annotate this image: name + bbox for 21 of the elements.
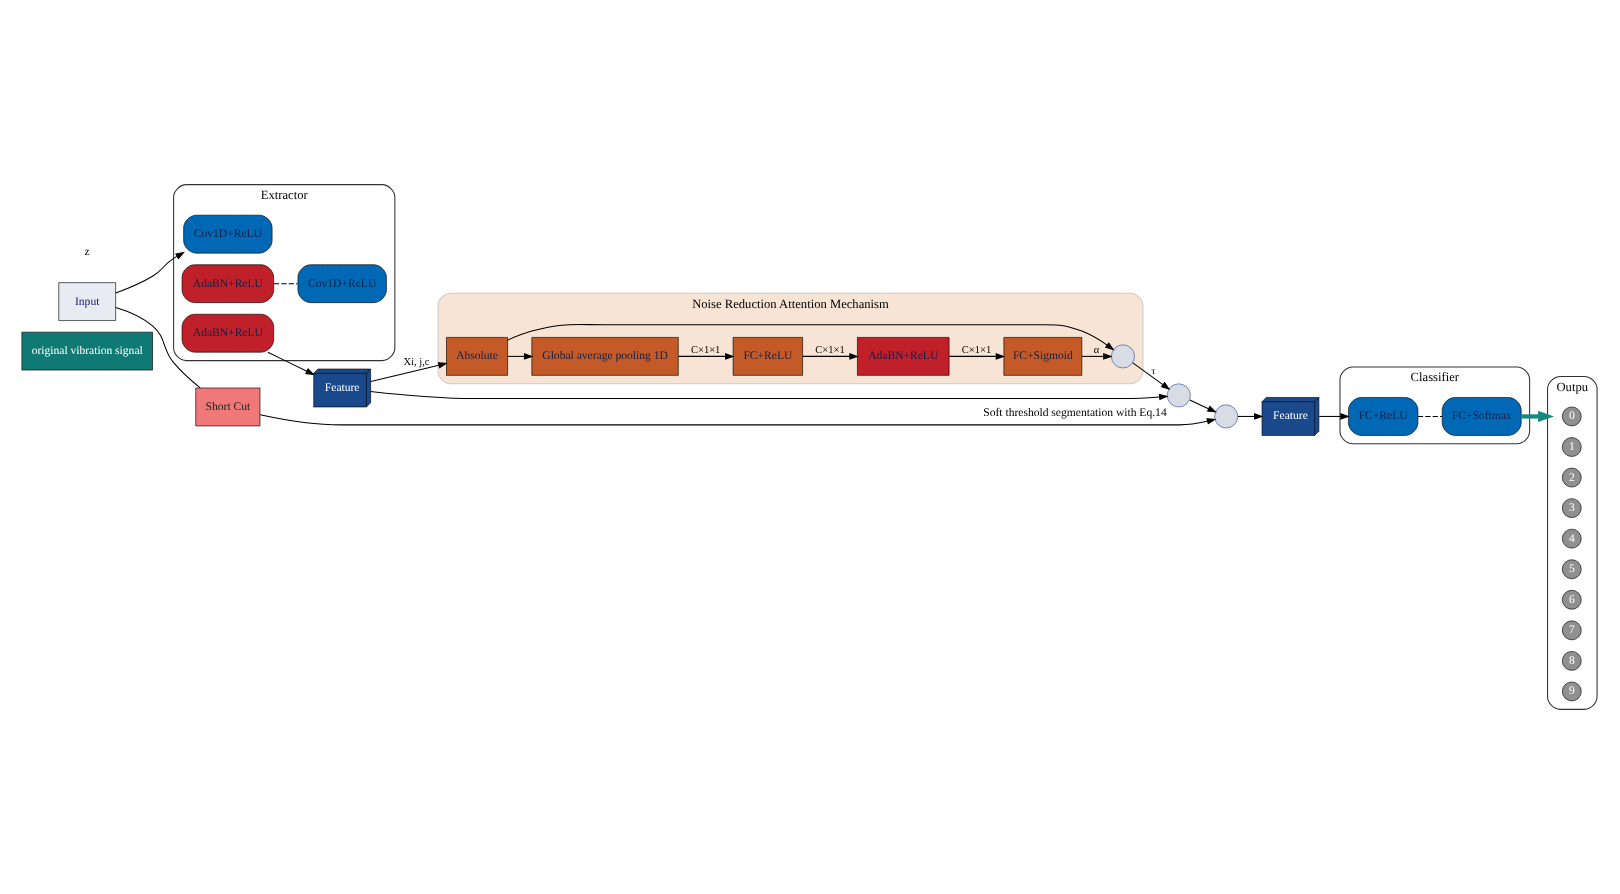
connector: [115, 306, 201, 389]
node-circle: [1214, 404, 1239, 429]
arrow: [1081, 353, 1113, 360]
arrow: [507, 324, 1115, 351]
arrow: [259, 414, 1217, 426]
connector: [1417, 415, 1443, 417]
node-circle: [1111, 344, 1135, 369]
arrow: [1132, 362, 1171, 390]
arrow: [948, 353, 1006, 360]
arrow: [115, 251, 185, 294]
arrow: [1521, 410, 1554, 422]
arrow: [802, 353, 859, 360]
node-circle: [1166, 383, 1191, 408]
arrow: [1318, 413, 1350, 420]
arrow: [1237, 413, 1264, 420]
arrow: [267, 351, 315, 376]
arrow: [1189, 399, 1217, 413]
connector: [273, 283, 299, 285]
arrow: [370, 362, 448, 382]
arrow: [370, 390, 1169, 401]
arrow: [677, 353, 735, 360]
